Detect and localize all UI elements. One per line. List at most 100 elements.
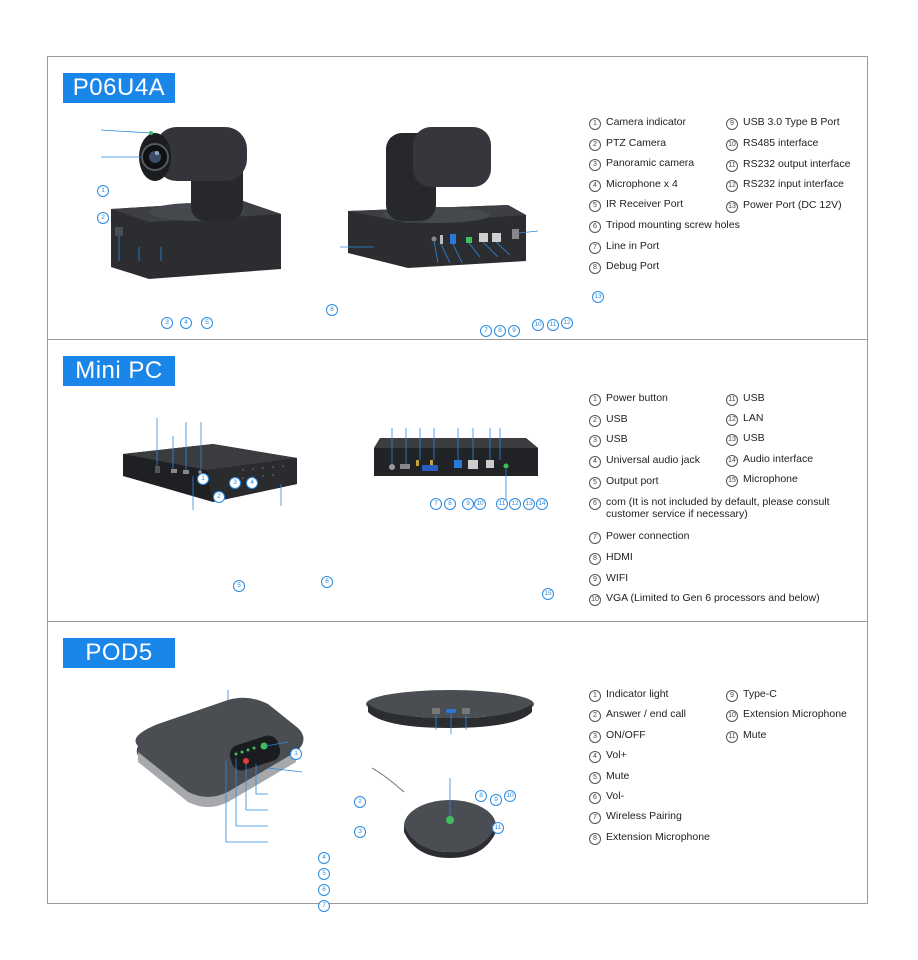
legend-number: 8 <box>589 832 601 845</box>
legend-number: 10 <box>726 710 738 723</box>
legend-label: Debug Port <box>606 260 660 273</box>
legend-item: 7 Wireless Pairing <box>589 810 682 825</box>
legend-label: Type-C <box>743 688 777 700</box>
callout-marker: 9 <box>490 794 502 806</box>
callout-marker: 9 <box>462 498 474 510</box>
legend-label: Panoramic camera <box>606 157 695 170</box>
legend-number: 7 <box>589 812 601 825</box>
legend-label: WIFI <box>606 571 629 584</box>
legend-label: USB <box>606 412 628 425</box>
legend-label: RS232 input interface <box>743 178 844 191</box>
legend-number: 1 <box>589 118 601 130</box>
legend-number: 13 <box>726 434 738 447</box>
callout-marker: 4 <box>318 852 330 864</box>
legend-item: 12 RS232 input interface <box>726 178 844 193</box>
legend-number: 11 <box>726 730 738 743</box>
callout-marker: 11 <box>496 498 508 510</box>
legend-number: 9 <box>726 690 738 702</box>
legend-number: 10 <box>726 138 738 151</box>
legend-label: Audio interface <box>743 452 814 465</box>
callout-marker: 9 <box>508 325 520 337</box>
callout-marker: 3 <box>229 477 241 489</box>
callout-marker: 8 <box>444 498 456 510</box>
callout-marker: 6 <box>318 884 330 896</box>
callout-marker: 1 <box>97 185 109 197</box>
legend-label: Extension Microphone <box>743 708 847 721</box>
p06u4a-back-svg <box>340 127 539 268</box>
callout-marker: 7 <box>480 325 492 337</box>
legend-label: Vol+ <box>606 749 627 762</box>
legend-label: RS232 output interface <box>743 157 851 170</box>
legend-label: Power button <box>606 392 668 404</box>
legend-item: 9 Type-C <box>726 688 777 702</box>
legend-label: Wireless Pairing <box>606 810 682 823</box>
legend-label: Indicator light <box>606 688 669 700</box>
callout-marker: 13 <box>523 498 535 510</box>
callout-marker: 7 <box>430 498 442 510</box>
legend-item: 3 Panoramic camera <box>589 157 695 172</box>
legend-number: 5 <box>589 476 601 489</box>
legend-label: Universal audio jack <box>606 454 700 467</box>
legend-number: 4 <box>589 179 601 192</box>
legend-label: Camera indicator <box>606 116 686 128</box>
callout-marker: 5 <box>201 317 213 329</box>
callout-marker: 2 <box>354 796 366 808</box>
legend-label: USB 3.0 Type B Port <box>743 116 840 128</box>
legend-number: 5 <box>589 200 601 213</box>
legend-number: 3 <box>589 159 601 172</box>
legend-number: 13 <box>726 201 738 214</box>
legend-label: PTZ Camera <box>606 136 667 149</box>
callout-marker: 4 <box>246 477 258 489</box>
legend-number: 8 <box>589 262 601 275</box>
callout-marker: 11 <box>547 319 559 331</box>
section-title: POD5 <box>63 638 175 668</box>
callout-marker: 4 <box>180 317 192 329</box>
legend-number: 4 <box>589 751 601 764</box>
legend-label: Microphone <box>743 472 798 485</box>
legend-number: 12 <box>726 180 738 193</box>
legend-label: Mute <box>606 769 630 782</box>
section-title: Mini PC <box>63 356 175 386</box>
legend-number: 12 <box>726 414 738 427</box>
legend-item: 5 IR Receiver Port <box>589 198 684 213</box>
p06u4a-front-svg <box>100 127 281 279</box>
legend-number: 3 <box>589 730 601 743</box>
legend-label: USB <box>743 392 765 404</box>
callout-marker: 8 <box>475 790 487 802</box>
legend-label: com (It is not included by default, plea… <box>606 495 830 520</box>
legend-label: IR Receiver Port <box>606 198 684 211</box>
legend-label: Power connection <box>606 530 690 543</box>
legend-number: 15 <box>726 474 738 487</box>
minipc-back-svg <box>374 428 538 508</box>
legend-number: 8 <box>589 552 601 565</box>
callout-marker: 6 <box>321 576 333 588</box>
callout-marker: 5 <box>233 580 245 592</box>
legend-number: 6 <box>589 792 601 804</box>
callout-marker: 2 <box>213 491 225 503</box>
legend-label: Tripod mounting screw holes <box>606 219 740 231</box>
pod5-back-svg <box>366 690 534 858</box>
callout-marker: 3 <box>161 317 173 329</box>
